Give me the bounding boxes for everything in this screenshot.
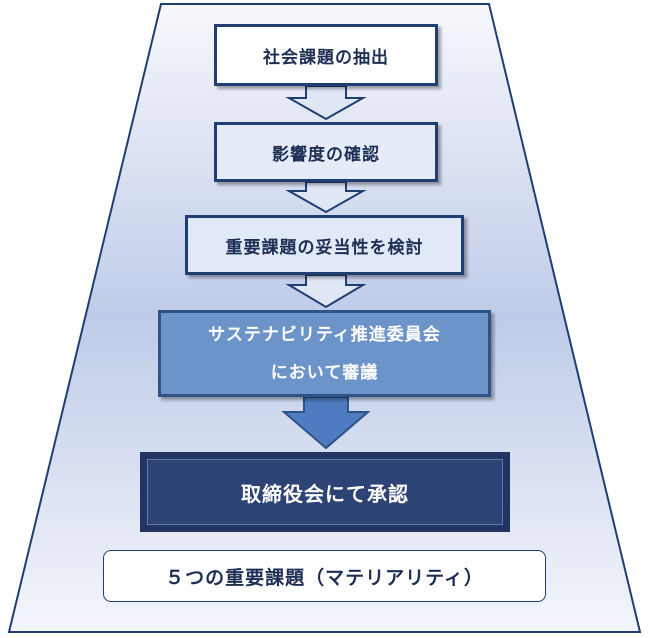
step-label-line-2: において審議 (270, 362, 379, 383)
step-board-approval: 取締役会にて承認 (140, 452, 510, 532)
arrow-4-to-5 (281, 396, 371, 450)
step-extract-social-issues: 社会課題の抽出 (214, 24, 438, 86)
step-label-line-1: サステナビリティ推進委員会 (208, 324, 441, 345)
arrow-3-to-4 (285, 274, 367, 309)
step-label: 取締役会にて承認 (241, 481, 409, 506)
step-examine-validity: 重要課題の妥当性を検討 (185, 215, 464, 275)
result-label: ５つの重要課題（マテリアリティ） (165, 566, 484, 589)
step-check-impact: 影響度の確認 (214, 122, 438, 182)
step-label: 社会課題の抽出 (263, 47, 389, 68)
result-materiality-box: ５つの重要課題（マテリアリティ） (103, 550, 546, 602)
step-sustainability-committee-deliberation: サステナビリティ推進委員会 において審議 (158, 310, 491, 397)
step-label: 重要課題の妥当性を検討 (225, 237, 424, 258)
arrow-1-to-2 (285, 85, 367, 121)
step-label: 影響度の確認 (272, 144, 380, 165)
arrow-2-to-3 (285, 181, 367, 214)
